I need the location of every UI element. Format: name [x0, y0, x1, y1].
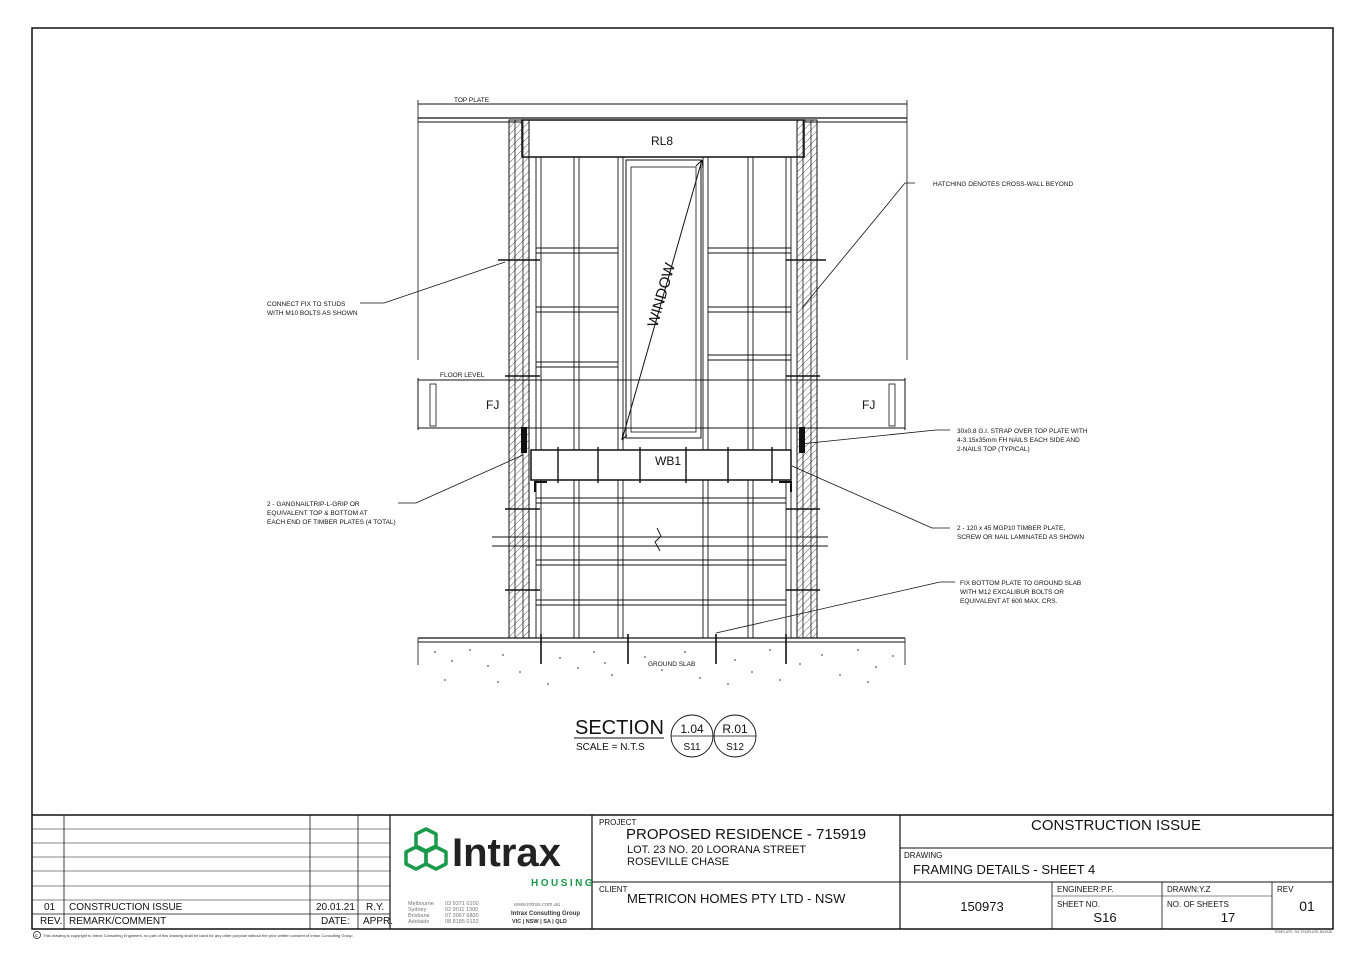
intrax-logo: Intrax HOUSING Melbourne Sydney Brisbane…	[404, 827, 595, 925]
job-number: 150973	[960, 899, 1003, 914]
note-strap-2: 4-3.15x35mm FH NAILS EACH SIDE AND	[957, 437, 1080, 444]
rl8-label: RL8	[651, 134, 673, 148]
ref1-top: 1.04	[680, 722, 704, 736]
copyright-c: c	[35, 933, 38, 939]
intrax-logo-mark-icon	[404, 827, 448, 871]
note-strap-1: 30x0.8 G.I. STRAP OVER TOP PLATE WITH	[957, 428, 1088, 435]
drawing-title: FRAMING DETAILS - SHEET 4	[913, 862, 1095, 877]
template-ref: TEMPLATE: SH-TEMPLATE-N04038	[1274, 930, 1332, 934]
drawing-label: DRAWING	[904, 851, 942, 860]
slab-speckle	[434, 649, 894, 685]
copyright-icon	[33, 931, 41, 939]
logo-website: www.intrax.com.au	[513, 902, 560, 908]
title-block	[32, 814, 1333, 929]
section-title: SECTION SCALE = N.T.S 1.04 S11 R.01 S12	[574, 714, 757, 758]
project-title: PROPOSED RESIDENCE - 715919	[626, 826, 866, 843]
note-timber-plate-2: SCREW OR NAIL LAMINATED AS SHOWN	[957, 534, 1084, 541]
leader-lines	[360, 182, 955, 634]
rev-remark: CONSTRUCTION ISSUE	[69, 902, 183, 913]
note-connect-fix-1: CONNECT FIX TO STUDS	[267, 301, 346, 308]
no-of-sheets-label: NO. OF SHEETS	[1167, 900, 1229, 909]
ref2-bottom: S12	[726, 742, 744, 753]
rev-label: REV	[1277, 885, 1294, 894]
section-scale: SCALE = N.T.S	[576, 742, 645, 753]
floor-level-label: FLOOR LEVEL	[440, 372, 485, 379]
engineer: ENGINEER:P.F.	[1057, 885, 1114, 894]
wb1-beam	[530, 449, 792, 481]
project-address-2: ROSEVILLE CHASE	[627, 856, 729, 868]
note-strap-3: 2-NAILS TOP (TYPICAL)	[957, 446, 1030, 453]
client-label: CLIENT	[599, 885, 628, 894]
rev-header-date: DATE:	[321, 916, 350, 927]
rev-header-rev: REV.	[40, 916, 62, 927]
note-timber-plate-1: 2 - 120 x 45 MGP10 TIMBER PLATE,	[957, 525, 1065, 532]
client-name: METRICON HOMES PTY LTD - NSW	[627, 891, 846, 906]
wb1-label: WB1	[655, 454, 681, 468]
phone-1: 03 9371 0100	[445, 901, 479, 907]
note-bottom-plate-2: WITH M12 EXCALIBUR BOLTS OR	[960, 589, 1064, 596]
logo-states: VIC | NSW | SA | QLD	[512, 919, 567, 925]
left-cross-wall	[508, 119, 530, 639]
phone-3: 07 3067 6800	[445, 913, 479, 919]
project-label: PROJECT	[599, 818, 636, 827]
issue-status: CONSTRUCTION ISSUE	[1031, 817, 1201, 834]
rev-appr: R.Y.	[366, 902, 384, 913]
sheet-border	[31, 27, 1334, 930]
note-bottom-plate-1: FIX BOTTOM PLATE TO GROUND SLAB	[960, 580, 1081, 587]
project-address-1: LOT. 23 NO. 20 LOORANA STREET	[627, 844, 806, 856]
rev-header-appr: APPR.	[363, 916, 393, 927]
rev-date: 20.01.21	[316, 902, 355, 913]
fj-right-label: FJ	[862, 398, 875, 412]
note-gangnail-1: 2 - GANGNAILTRIP-L-GRIP OR	[267, 501, 360, 508]
fj-left-label: FJ	[486, 398, 499, 412]
logo-sub: HOUSING	[531, 878, 595, 889]
section-detail: TOP PLATE RL8	[417, 97, 908, 685]
phone-2: 02 9011 1300	[445, 907, 478, 913]
office-4: Adelaide	[408, 919, 429, 925]
top-plate-label: TOP PLATE	[454, 97, 490, 104]
sheet-no: S16	[1093, 910, 1116, 925]
note-gangnail-3: EACH END OF TIMBER PLATES (4 TOTAL)	[267, 519, 396, 526]
logo-name: Intrax	[452, 831, 561, 875]
phone-4: 08 8185 0122	[445, 919, 479, 925]
note-gangnail-2: EQUIVALENT TOP & BOTTOM AT	[267, 510, 367, 517]
section-title-text: SECTION	[575, 717, 664, 739]
office-1: Melbourne	[408, 901, 434, 907]
office-2: Sydney	[408, 907, 427, 913]
note-bottom-plate-3: EQUIVALENT AT 600 MAX. CRS.	[960, 598, 1058, 605]
ground-slab-label: GROUND SLAB	[648, 661, 695, 668]
sheet-no-label: SHEET NO.	[1057, 900, 1100, 909]
note-hatching: HATCHING DENOTES CROSS-WALL BEYOND	[933, 181, 1074, 188]
no-of-sheets: 17	[1221, 910, 1235, 925]
drawn-by: DRAWN:Y.Z	[1167, 885, 1211, 894]
ref2-top: R.01	[722, 722, 748, 736]
copyright-text: This drawing is copyright to Intrax Cons…	[43, 933, 354, 938]
rev-number: 01	[44, 902, 56, 913]
ref1-bottom: S11	[683, 742, 700, 753]
logo-group: Intrax Consulting Group	[511, 911, 580, 917]
right-cross-wall	[796, 119, 818, 639]
rev-header-remark: REMARK/COMMENT	[69, 916, 166, 927]
note-connect-fix-2: WITH M10 BOLTS AS SHOWN	[267, 310, 358, 317]
rl8-beam	[521, 119, 805, 158]
office-3: Brisbane	[408, 913, 430, 919]
rev-value: 01	[1299, 898, 1315, 914]
